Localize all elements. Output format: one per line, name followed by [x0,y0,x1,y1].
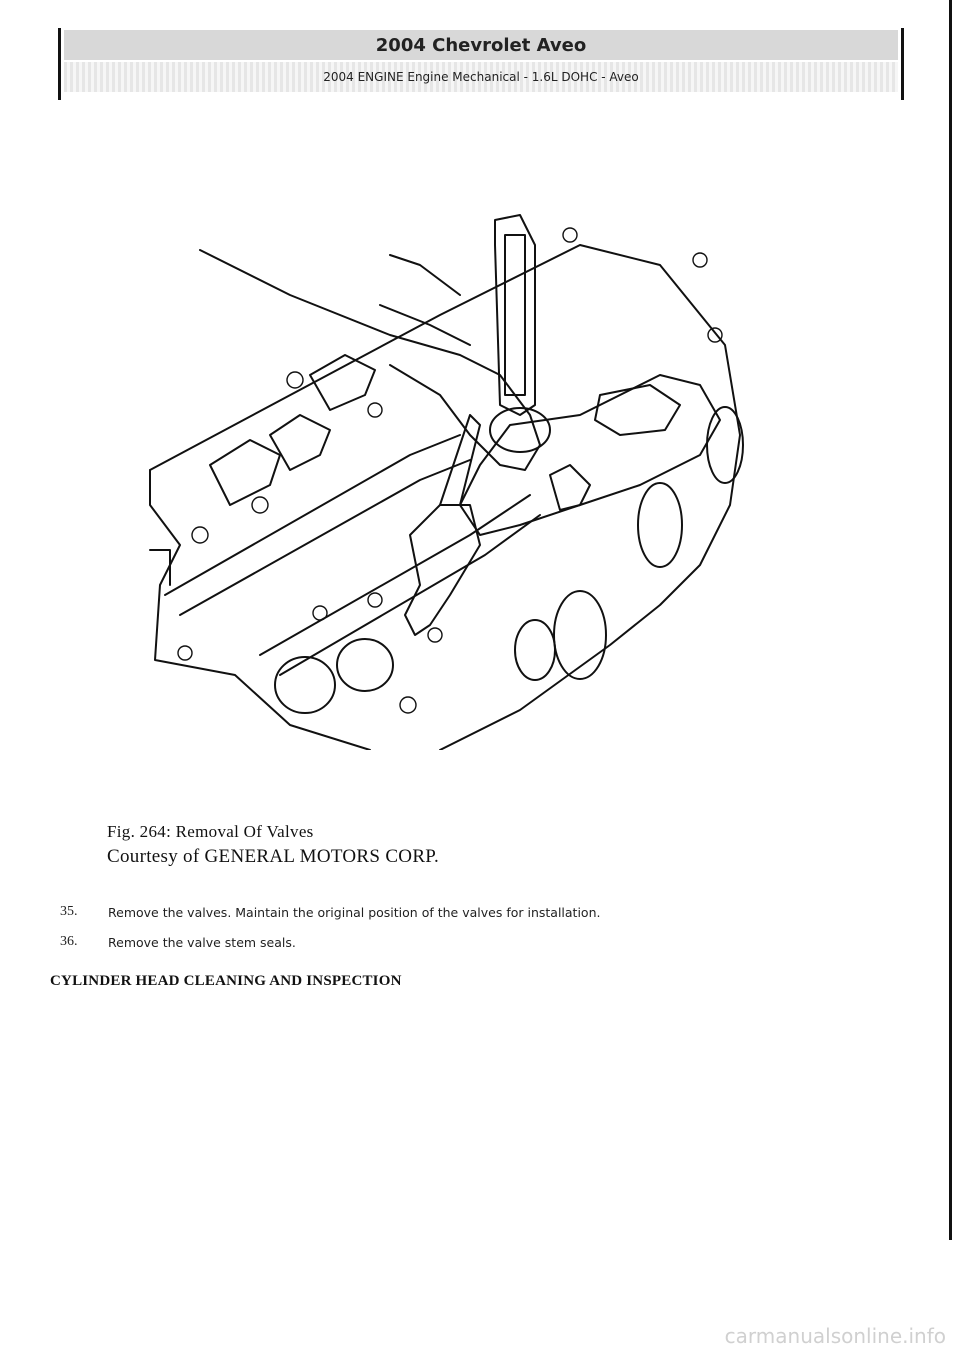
step-36: 36. Remove the valve stem seals. [60,927,880,957]
valve-removal-illustration [140,205,760,751]
step-text: Remove the valves. Maintain the original… [108,904,601,920]
header-border-right [901,28,904,100]
step-number: 35. [60,904,78,919]
site-watermark: carmanualsonline.info [724,1324,946,1348]
header-border-left [58,28,61,100]
step-number: 36. [60,934,78,949]
figure-caption-block: Fig. 264: Removal Of Valves Courtesy of … [107,822,439,868]
step-text: Remove the valve stem seals. [108,934,296,950]
step-35: 35. Remove the valves. Maintain the orig… [60,897,880,927]
section-heading: CYLINDER HEAD CLEANING AND INSPECTION [50,973,402,989]
figure-caption: Fig. 264: Removal Of Valves [107,822,314,841]
figure-courtesy: Courtesy of GENERAL MOTORS CORP. [107,846,440,867]
procedure-steps: 35. Remove the valves. Maintain the orig… [60,897,880,957]
header-title: 2004 Chevrolet Aveo [64,30,898,60]
document-header: 2004 Chevrolet Aveo 2004 ENGINE Engine M… [58,28,904,100]
page-edge-rule [949,0,952,1240]
header-subtitle: 2004 ENGINE Engine Mechanical - 1.6L DOH… [64,62,898,92]
